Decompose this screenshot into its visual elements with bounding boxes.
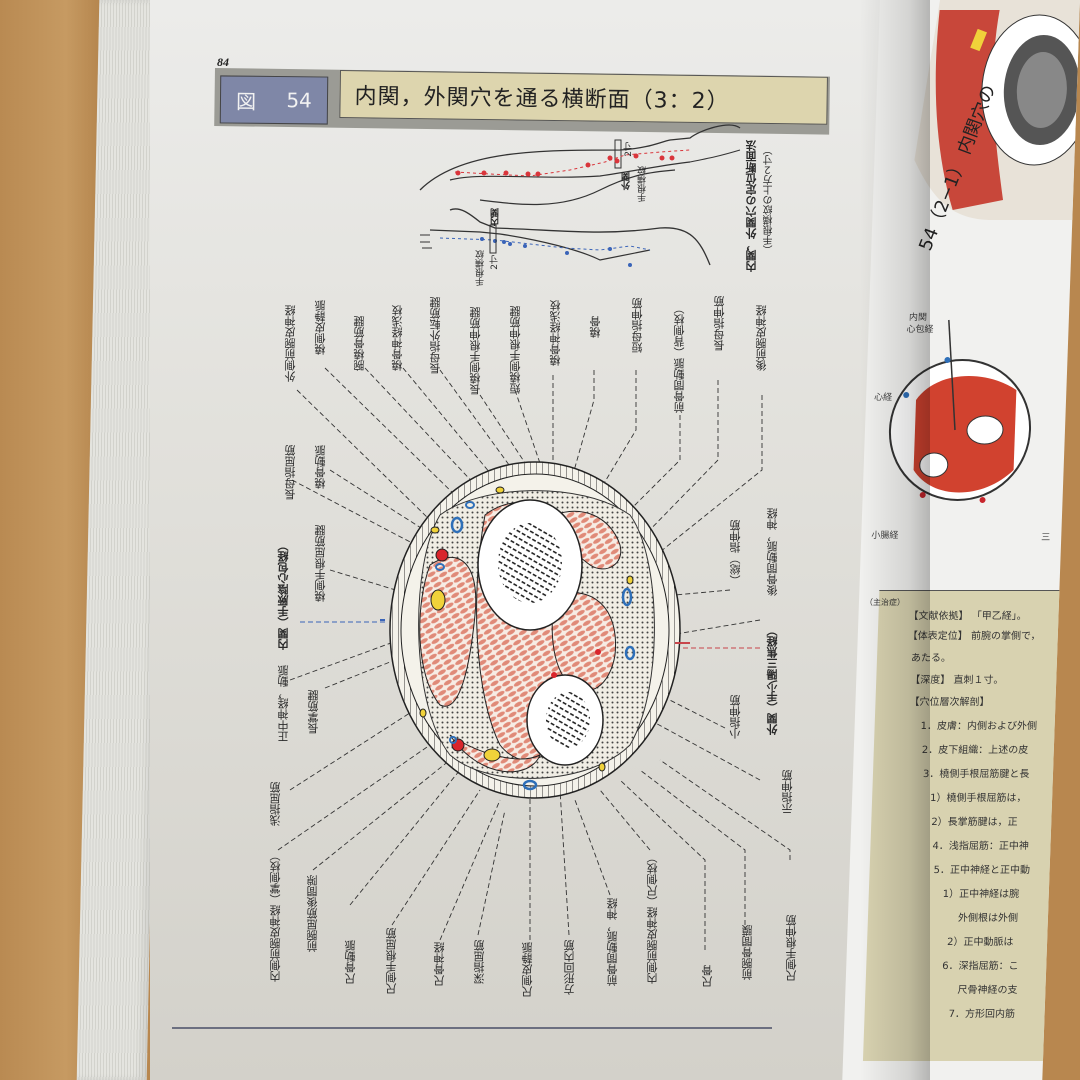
book-gutter-shadow bbox=[860, 0, 930, 1080]
label-flexor-pollicis-longus: 長母指屈筋 bbox=[284, 445, 297, 500]
text-line: 1）正中神経は腕 bbox=[942, 889, 1020, 900]
label-basilic-vein: 尺側皮静脈 bbox=[521, 942, 534, 997]
text-line: 5．正中神経と正中動 bbox=[933, 865, 1031, 876]
radius-marrow bbox=[498, 523, 562, 603]
arm-location-diagram bbox=[419, 124, 741, 267]
label-ecrl-tendon: 長橈側手根伸筋腱 bbox=[469, 307, 482, 395]
label-radius: 橈骨 bbox=[589, 316, 602, 338]
text-line: 2．皮下組織：上述の皮 bbox=[921, 745, 1029, 756]
label-ecrb-tendon: 短橈側手根伸筋腱 bbox=[509, 306, 522, 394]
figure-badge: 図 54 bbox=[219, 75, 329, 125]
label-ulnar-artery: 尺骨動脈 bbox=[344, 940, 357, 984]
label-palmaris-longus-tendon: 長掌筋腱 bbox=[307, 690, 320, 734]
ulnar-artery bbox=[451, 738, 465, 752]
label-fds: 浅指屈筋 bbox=[269, 782, 282, 826]
wrist-crease-label-bottom: 手根横紋 bbox=[476, 250, 486, 286]
label-extensor-pollicis-longus: 長母指伸筋 bbox=[713, 296, 726, 351]
label-ecu: 尺側手根伸筋 bbox=[785, 915, 798, 981]
text-line: 2）長掌筋腱は，正 bbox=[931, 817, 1018, 828]
label-superficial-radial-nerve-2: 橈骨神経浅枝 bbox=[549, 300, 562, 366]
ulnar-nerve bbox=[483, 748, 501, 762]
figure-label: 図 bbox=[235, 89, 257, 114]
label-extensor-digitorum: （総）指伸筋 bbox=[729, 520, 742, 586]
label-pronator-quadratus: 方形回内筋 bbox=[563, 940, 576, 995]
naikan-point-label: 内関 bbox=[491, 208, 501, 226]
label-fdp: 深指屈筋 bbox=[473, 940, 486, 984]
arm-diagram-subcaption: （手根横紋の上方２寸） bbox=[764, 145, 775, 255]
label-fcr-tendon: 橈側手根屈筋腱 bbox=[314, 525, 327, 602]
text-line: 1）橈側手根屈筋は， bbox=[929, 793, 1027, 804]
inset-label: 三 bbox=[1041, 533, 1051, 543]
yin-acupoints bbox=[480, 237, 632, 267]
label-cephalic-vein: 橈側皮静脈 bbox=[314, 300, 327, 355]
basilic-vein bbox=[522, 779, 538, 791]
text-line: 4．浅指屈筋：正中神 bbox=[932, 841, 1030, 852]
two-sun-label-top: 2寸 bbox=[624, 142, 634, 157]
label-extensor-indicis: 示指伸筋 bbox=[781, 770, 794, 814]
label-extensor-pollicis-brevis: 短母指伸筋 bbox=[631, 298, 644, 353]
label-waiguan-point: 外関（手少陽三焦経） bbox=[766, 625, 779, 735]
right-page: 54（2−1） 内関穴の 内関 心包経 心経 小腸経 三 （主治症） 【文献依拠… bbox=[842, 0, 1080, 1080]
text-line: 6．深指屈筋：こ bbox=[942, 961, 1019, 972]
text-line: 7．方形回内筋 bbox=[948, 1009, 1016, 1020]
label-neiguan-point: 内関（手厥陰心包経） bbox=[277, 540, 290, 650]
figure-number: 54 bbox=[286, 88, 312, 113]
ulna-marrow bbox=[546, 692, 590, 748]
radial-artery bbox=[435, 548, 449, 562]
text-line: 2）正中動脈は bbox=[946, 937, 1014, 948]
label-parona-space: 前腕屈筋後間隙 bbox=[306, 875, 319, 952]
label-lateral-antebrachial-cutaneous-nerve: 外側前腕皮神経 bbox=[284, 305, 297, 382]
cephalic-vein bbox=[450, 516, 464, 534]
forearm-cross-section bbox=[380, 461, 690, 799]
arm-diagram-caption: 内関，外関穴の定位断面法 bbox=[745, 140, 758, 272]
label-extensor-digiti-minimi: 小指伸筋 bbox=[729, 695, 742, 739]
text-line: 外側根は外側 bbox=[957, 913, 1019, 924]
page-bottom-rule bbox=[172, 1027, 772, 1029]
label-medial-antebrachial-cutaneous-nerve-palmar: 内側前腕皮神経（掌側枝） bbox=[269, 850, 282, 982]
page-number: 84 bbox=[217, 55, 229, 69]
waikan-point-label: 外関 bbox=[622, 172, 632, 190]
wrist-crease-label-top: 手根横紋 bbox=[638, 166, 648, 202]
label-anterior-interosseous-artery-nerve: 前骨間動脈，神経 bbox=[606, 898, 619, 986]
right-page-figure bbox=[888, 0, 1080, 503]
text-line: 尺骨神経の支 bbox=[957, 985, 1018, 996]
label-median-nerve-artery: 正中神経，動脈 bbox=[277, 665, 290, 742]
label-superficial-radial-nerve-1: 橈骨神経浅枝 bbox=[391, 305, 404, 371]
text-line: 1．皮膚：内側および外側 bbox=[920, 721, 1038, 732]
label-posterior-interosseous-artery-nerve: 後骨間動脈，神経 bbox=[766, 508, 779, 596]
label-posterior-antebrachial-cutaneous-nerve: 後前腕皮神経 bbox=[755, 305, 768, 371]
label-abductor-pollicis-longus-tendon: 長母指外転筋腱 bbox=[429, 297, 442, 374]
median-nerve bbox=[430, 589, 446, 611]
label-fcu: 尺側手根屈筋 bbox=[385, 928, 398, 994]
label-medial-antebrachial-cutaneous-nerve-ulnar: 内側前腕皮神経（尺側枝） bbox=[646, 852, 659, 984]
label-anterior-interosseous-artery-dorsal: 前骨間動脈（背側枝） bbox=[673, 303, 686, 413]
label-ulnar-nerve: 尺骨神経 bbox=[433, 942, 446, 986]
yang-acupoints bbox=[455, 153, 675, 177]
label-radial-artery: 橈骨動脈 bbox=[314, 445, 327, 489]
two-sun-label-bottom: 2寸 bbox=[490, 255, 500, 270]
label-ulna: 尺骨 bbox=[701, 965, 714, 987]
label-brachioradialis-tendon: 腕橈骨筋腱 bbox=[353, 316, 366, 371]
text-line: 3．橈側手根屈筋腱と長 bbox=[922, 769, 1030, 780]
label-interosseous-membrane: 前腕骨間膜 bbox=[741, 925, 754, 980]
